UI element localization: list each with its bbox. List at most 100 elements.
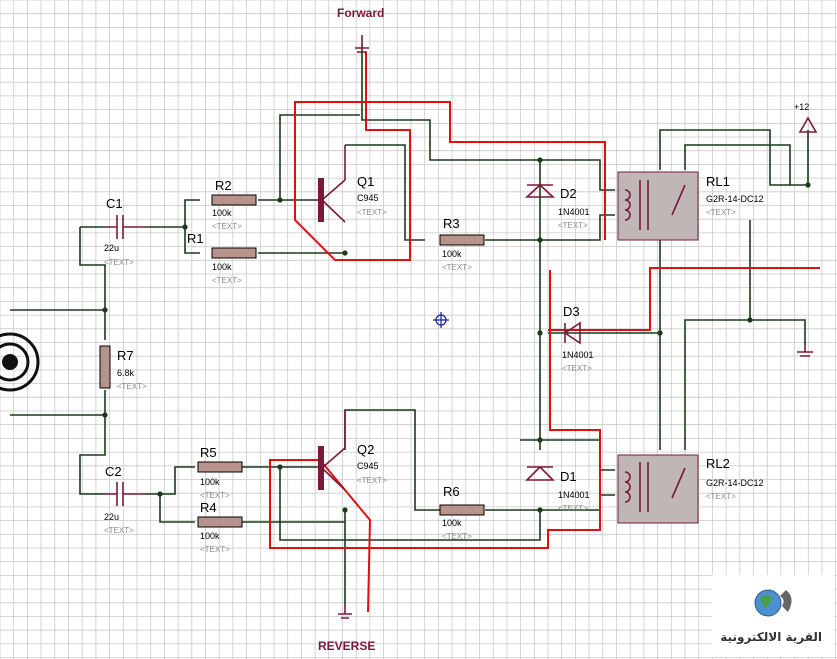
label-d3: D3 [563, 304, 580, 319]
ground-right [797, 345, 813, 357]
label-r5: R5 [200, 445, 217, 460]
wire-r7 [10, 309, 106, 416]
junction-dot [537, 437, 543, 443]
junction-dot [537, 157, 543, 163]
text-q1: <TEXT> [357, 208, 387, 217]
wire-c1-r2 [145, 199, 200, 228]
ground-symbols [338, 35, 818, 619]
transistor-q2 [318, 410, 346, 491]
text-r4: <TEXT> [200, 545, 230, 554]
text-q2: <TEXT> [357, 476, 387, 485]
annotation-forward [294, 52, 606, 261]
wire-c2-r4 [159, 494, 195, 523]
value-q2: C945 [357, 461, 379, 471]
text-rl2: <TEXT> [706, 492, 736, 501]
text-r7: <TEXT> [117, 382, 147, 391]
supply-label: +12 [794, 102, 809, 112]
wire-q1c-r3 [345, 144, 425, 241]
origin-marker [433, 312, 449, 328]
wire-c2-r5 [145, 466, 195, 495]
watermark-text: القرية الالكترونية [720, 630, 822, 645]
value-r2: 100k [212, 208, 232, 218]
resistor-r6 [439, 504, 485, 516]
value-d2: 1N4001 [558, 207, 590, 217]
wire-rl1-supply [659, 129, 809, 186]
junction-dot [805, 182, 811, 188]
resistor-r5 [197, 461, 243, 473]
label-c1: C1 [106, 196, 123, 211]
value-d3: 1N4001 [562, 350, 594, 360]
label-d1: D1 [560, 469, 577, 484]
cap-c2 [105, 482, 145, 506]
junction-dot [747, 317, 753, 323]
annotations [269, 52, 820, 613]
text-r3: <TEXT> [442, 263, 472, 272]
value-rl2: G2R-14-DC12 [706, 478, 764, 488]
value-c1: 22u [104, 243, 119, 253]
label-rl1: RL1 [706, 174, 730, 189]
junction-dot [537, 507, 543, 513]
label-r6: R6 [443, 484, 460, 499]
text-rl1: <TEXT> [706, 208, 736, 217]
motor-symbol [0, 332, 40, 392]
resistor-r1 [211, 247, 257, 259]
label-r4: R4 [200, 500, 217, 515]
transistor-q1 [318, 145, 346, 223]
value-d1: 1N4001 [558, 490, 590, 500]
diode-d1 [525, 465, 555, 481]
value-rl1: G2R-14-DC12 [706, 194, 764, 204]
wire-c1-left [79, 226, 106, 310]
text-d3: <TEXT> [562, 364, 592, 373]
text-r5: <TEXT> [200, 491, 230, 500]
value-r1: 100k [212, 262, 232, 272]
value-r5: 100k [200, 477, 220, 487]
junction-dot [657, 330, 663, 336]
label-r2: R2 [215, 178, 232, 193]
junction-dot [102, 307, 108, 313]
supply-arrow [798, 116, 818, 133]
wire-q2-bottom [279, 467, 541, 541]
cap-c1 [105, 215, 145, 239]
label-r7: R7 [117, 348, 134, 363]
label-q1: Q1 [357, 174, 374, 189]
junction-dot [537, 237, 543, 243]
watermark-logo: القرية الالكترونية [712, 575, 834, 657]
ground-forward [355, 35, 369, 53]
wire-rl1-contact [684, 144, 791, 185]
wire-d2-rl1 [540, 159, 615, 191]
wire-c2-left [79, 415, 106, 495]
wire-d2-rl1b [540, 214, 615, 241]
junction-dot [277, 197, 283, 203]
reverse-label: REVERSE [318, 639, 375, 653]
ground-reverse [338, 605, 352, 619]
text-d1: <TEXT> [558, 504, 588, 513]
wire-c1-r1 [184, 227, 200, 254]
label-c2: C2 [105, 464, 122, 479]
junction-dot [342, 507, 348, 513]
text-r1: <TEXT> [212, 276, 242, 285]
text-c2: <TEXT> [104, 526, 134, 535]
value-c2: 22u [104, 512, 119, 522]
value-r7: 6.8k [117, 368, 135, 378]
resistor-r3 [439, 234, 485, 246]
text-r2: <TEXT> [212, 222, 242, 231]
text-r6: <TEXT> [442, 532, 472, 541]
label-rl2: RL2 [706, 456, 730, 471]
junction-dot [182, 224, 188, 230]
relay-rl2 [617, 454, 699, 524]
junction-dot [277, 464, 283, 470]
text-d2: <TEXT> [558, 221, 588, 230]
relay-rl1 [617, 171, 699, 241]
wire-q1-base-up [279, 114, 360, 200]
label-d2: D2 [560, 186, 577, 201]
label-q2: Q2 [357, 442, 374, 457]
resistor-r7 [99, 345, 111, 389]
diode-d3 [563, 321, 581, 345]
resistor-r4 [197, 516, 243, 528]
annotation-d3 [548, 267, 820, 331]
junction-dot [342, 250, 348, 256]
junction-dot [102, 412, 108, 418]
